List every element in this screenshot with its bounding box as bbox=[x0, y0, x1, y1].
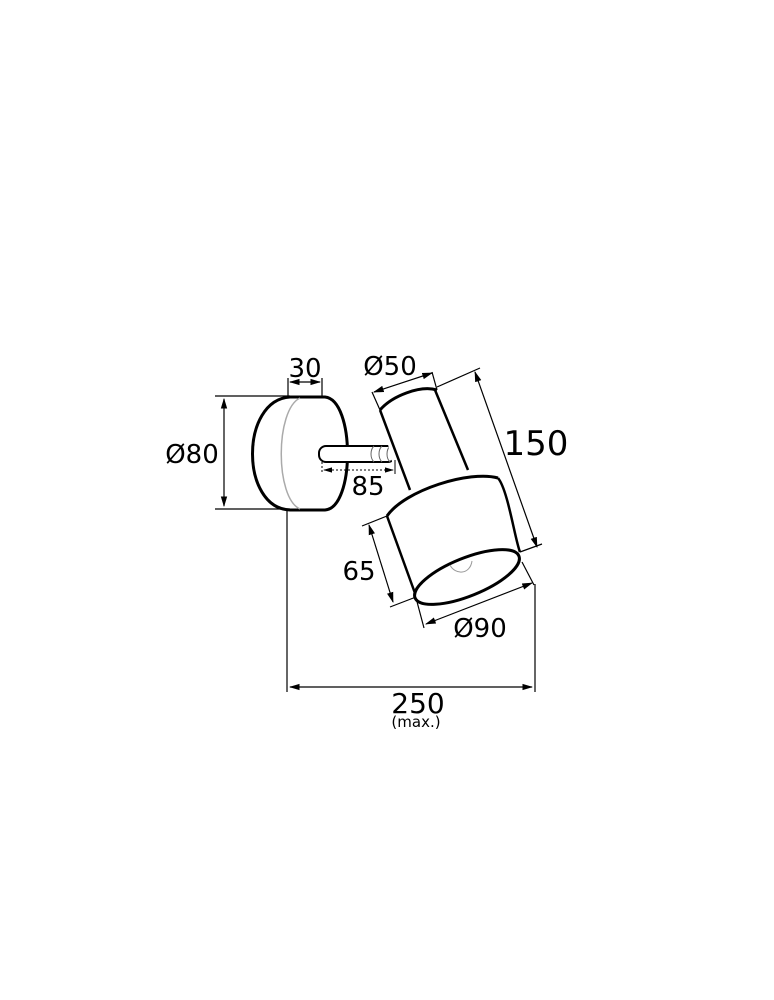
label-base-diameter: Ø80 bbox=[165, 440, 219, 470]
dim-shade-length: 65 bbox=[342, 515, 417, 608]
dim-total-projection: 250 (max.) bbox=[286, 510, 536, 731]
label-base-depth: 30 bbox=[288, 354, 321, 384]
arm bbox=[318, 445, 396, 463]
label-total-projection-note: (max.) bbox=[391, 713, 440, 731]
dim-head-diameter: Ø50 bbox=[363, 352, 438, 411]
label-total-projection: 250 bbox=[391, 687, 444, 720]
lamp-head-tube bbox=[378, 387, 470, 496]
dim-shade-diameter: Ø90 bbox=[415, 561, 535, 644]
dim-arm-length: 85 bbox=[321, 460, 396, 502]
dim-base-diameter: Ø80 bbox=[165, 395, 290, 510]
label-head-length: 150 bbox=[504, 424, 569, 464]
dim-base-depth: 30 bbox=[287, 354, 323, 397]
label-shade-diameter: Ø90 bbox=[453, 614, 507, 644]
dim-head-length: 150 bbox=[436, 367, 569, 553]
wall-base bbox=[251, 395, 349, 512]
label-arm-length: 85 bbox=[351, 472, 384, 502]
lamp-shade bbox=[385, 474, 522, 606]
label-head-diameter: Ø50 bbox=[363, 352, 417, 382]
label-shade-length: 65 bbox=[342, 557, 375, 587]
